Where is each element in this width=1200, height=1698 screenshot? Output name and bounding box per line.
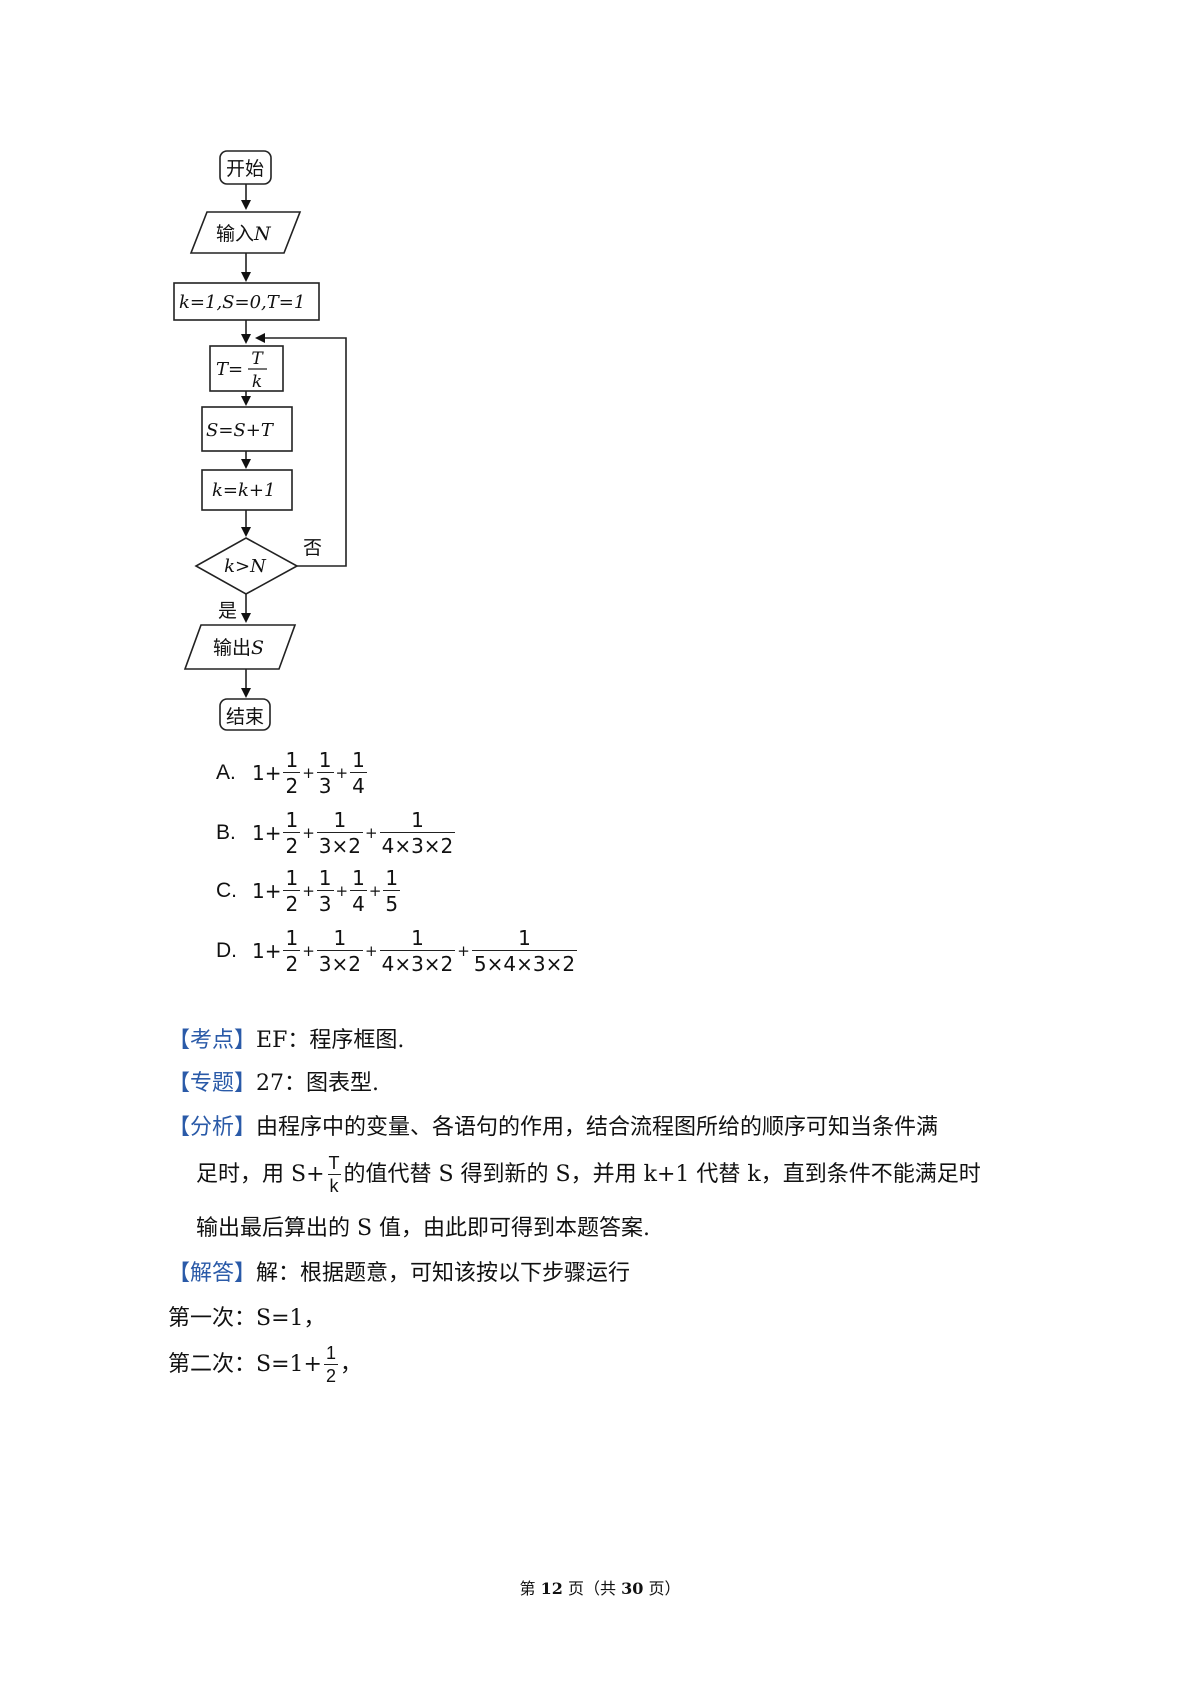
zhuanti-line: 【专题】27：图表型. [168,1073,379,1095]
fenxi-text-1: 由程序中的变量、各语句的作用，结合流程图所给的顺序可知当条件满 [256,1115,939,1140]
zhuanti-tag: 【专题】 [168,1071,257,1096]
output-label: 输出S [213,637,264,659]
yes-label: 是 [218,600,237,622]
input-box [189,211,302,254]
option-c-label: C. [216,879,237,902]
fenxi-line-3: 输出最后算出的 S 值，由此即可得到本题答案. [196,1216,651,1241]
zhuanti-text: 27：图表型. [256,1071,380,1096]
k-update-box [201,469,293,511]
fenxi-line-1: 【分析】由程序中的变量、各语句的作用，结合流程图所给的顺序可知当条件满 [168,1117,938,1139]
end-terminal [219,698,271,731]
kaodian-text: EF：程序框图. [256,1028,405,1053]
start-label: 开始 [226,158,264,180]
option-b-label: B. [216,821,236,844]
page-footer: 第 12 页（共 30 页） [519,1579,681,1598]
step-1: 第一次：S=1， [168,1306,326,1331]
t-numerator: T [251,349,264,369]
option-d-label: D. [216,939,237,962]
option-b-lead: 1+ [252,821,282,845]
page-total: 30 [621,1579,644,1598]
flowchart: 开始 输入N k=1,S=0,T=1 T= T k S=S+T k=k+1 k>… [173,150,347,731]
option-a-label: A. [216,761,236,784]
s-update-box [201,406,293,452]
init-label: k=1,S=0,T=1 [179,292,305,313]
no-label: 否 [303,537,322,559]
fenxi-text-2b: 的值代替 S 得到新的 S，并用 k+1 代替 k，直到条件不能满足时 [343,1161,981,1187]
page-number: 12 [540,1579,563,1598]
kaodian-tag: 【考点】 [168,1028,257,1053]
option-c-lead: 1+ [252,879,282,903]
k-update-label: k=k+1 [212,480,275,501]
jieda-text: 解：根据题意，可知该按以下步骤运行 [256,1261,631,1286]
condition-label: k>N [224,556,267,577]
fenxi-text-2a: 足时，用 S+ [196,1161,325,1187]
step-2-comma: ， [339,1351,362,1377]
output-box [183,624,297,670]
s-update-label: S=S+T [206,420,275,441]
t-lhs: T= [216,359,243,380]
input-label: 输入N [216,223,272,245]
fenxi-tag: 【分析】 [168,1115,257,1140]
option-d-lead: 1+ [252,939,282,963]
t-denominator: k [252,372,262,392]
step-2-text: 第二次：S=1+ [168,1351,322,1377]
jieda-line: 【解答】解：根据题意，可知该按以下步骤运行 [168,1263,630,1285]
end-label: 结束 [226,706,264,728]
option-a-lead: 1+ [252,761,282,785]
kaodian-line: 【考点】EF：程序框图. [168,1030,404,1052]
jieda-tag: 【解答】 [168,1261,257,1286]
